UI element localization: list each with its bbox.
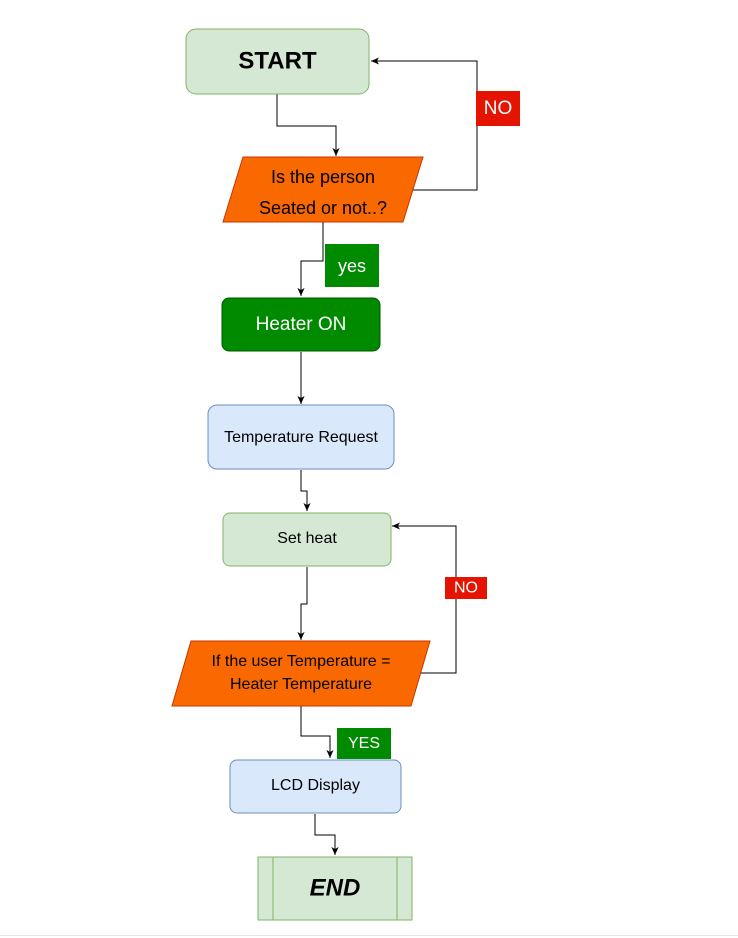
temperature-no-badge-label: NO [454,580,478,597]
edge-seated-yes-to-heater [297,222,324,296]
edge-temp-no-loop [392,522,457,674]
decision-seated-label-line1: Is the person [271,167,375,187]
decision-temperature-label-line2: Heater Temperature [230,676,372,693]
decision-temperature-label-line1: If the user Temperature = [212,653,391,670]
decision-seated-node: Is the person Seated or not..? [222,156,424,223]
seated-no-badge: NO [476,91,520,126]
start-node-label: START [238,47,317,74]
edge-temp-yes-to-lcd [300,706,334,758]
seated-no-badge-label: NO [484,98,513,119]
heater-on-node: Heater ON [221,297,381,352]
seated-yes-badge-shape [325,244,379,287]
seated-yes-badge: yes [325,244,379,287]
end-node: END [257,856,413,921]
decision-seated-label-line2: Seated or not..? [259,198,387,218]
temperature-yes-badge-label: YES [348,735,380,752]
set-heat-shape [222,512,392,567]
heater-on-label: Heater ON [256,314,347,335]
temperature-no-badge: NO [445,577,487,599]
temperature-request-shape [207,404,395,470]
seated-yes-badge-label: yes [338,256,366,276]
lcd-display-node: LCD Display [229,759,402,814]
edge-start-to-seated-decision [276,94,340,156]
lcd-display-label: LCD Display [271,777,360,794]
canvas-bottom-divider [0,935,738,936]
end-node-label: END [310,874,361,901]
temperature-no-badge-shape [445,577,487,599]
heater-on-shape [221,297,381,352]
edge-request-to-setheat [300,470,311,511]
temperature-request-label: Temperature Request [224,429,378,446]
start-node-shape [185,28,370,95]
decision-temperature-shape [171,640,431,707]
decision-temperature-node: If the user Temperature = Heater Tempera… [171,640,431,707]
set-heat-label: Set heat [277,530,337,547]
set-heat-node: Set heat [222,512,392,567]
start-node: START [185,28,370,95]
seated-no-badge-shape [476,91,520,126]
edge-setheat-to-temp-decision [297,567,308,640]
edge-lcd-to-end [314,814,339,855]
end-node-shape [257,856,413,921]
temperature-request-node: Temperature Request [207,404,395,470]
temperature-yes-badge: YES [337,728,391,759]
temperature-yes-badge-shape [337,728,391,759]
lcd-display-shape [229,759,402,814]
decision-seated-shape [222,156,424,223]
